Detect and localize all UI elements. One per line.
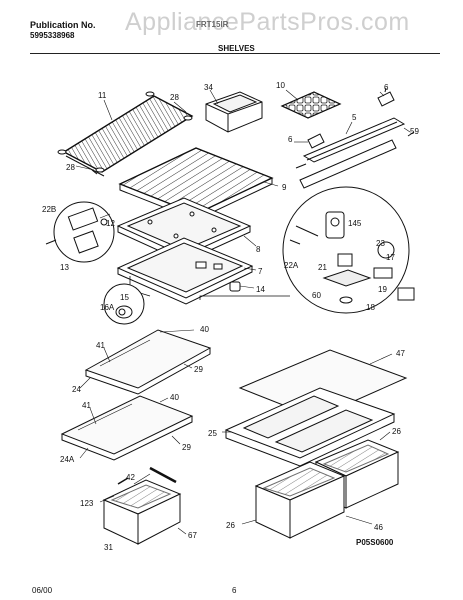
callout: 26: [392, 427, 401, 436]
callout: 23: [376, 239, 385, 248]
callout: 8: [256, 245, 261, 254]
callout: 28: [66, 163, 75, 172]
callout: 11: [98, 91, 107, 100]
callout: 12: [106, 219, 115, 228]
callout: 10: [276, 81, 285, 90]
publication-number: 5995338968: [30, 31, 75, 40]
callout: 42: [126, 473, 135, 482]
callout: 25: [208, 429, 217, 438]
callout: 41: [82, 401, 91, 410]
callout: 26: [226, 521, 235, 530]
callout: 9: [282, 183, 287, 192]
callout: 123: [80, 499, 94, 508]
callout: 5: [352, 113, 357, 122]
callout: 40: [170, 393, 179, 402]
callout: 28: [170, 93, 179, 102]
callout: 22B: [42, 205, 56, 214]
callout: 7: [258, 267, 263, 276]
callout: 15: [120, 293, 129, 302]
lower-rail: [299, 139, 397, 189]
ice-bin: [205, 91, 263, 133]
callout: 19: [378, 285, 387, 294]
glass-shelf-upper: [84, 329, 212, 395]
header-rule: [30, 53, 440, 54]
model-number: FRT15IR: [196, 20, 229, 29]
shelf-stop: [229, 281, 241, 292]
shelf-support-clip: [145, 91, 155, 97]
ice-cube-tray: [280, 91, 342, 119]
wire-shelf: [62, 95, 194, 177]
callout: 145: [348, 219, 362, 228]
callout: 21: [318, 263, 327, 272]
callout: 60: [312, 291, 321, 300]
callout: 16A: [100, 303, 115, 312]
lower-shelf-frame: [116, 237, 254, 305]
detail-view-roller: [103, 283, 145, 325]
callout: 13: [60, 263, 69, 272]
mounting-bracket: [377, 91, 395, 107]
callout: 47: [396, 349, 405, 358]
callout: 59: [410, 127, 419, 136]
meat-pan: [102, 479, 182, 545]
shelf-rail: [302, 117, 406, 163]
publication-label: Publication No.: [30, 20, 96, 30]
crisper-drawer-left: [254, 461, 346, 539]
leader-lines: [75, 89, 411, 535]
callout: 6: [288, 135, 293, 144]
rail-bracket: [307, 133, 325, 149]
detail-view-light-socket: [45, 201, 115, 263]
glass-shelf-lower: [60, 395, 194, 461]
detail-view-control-housing: [282, 186, 410, 314]
callout: 41: [96, 341, 105, 350]
shelf-frame: [116, 197, 252, 263]
callout: 40: [200, 325, 209, 334]
callout: 29: [194, 365, 203, 374]
callout: 67: [188, 531, 197, 540]
footer-date: 06/00: [32, 586, 53, 595]
section-title: SHELVES: [218, 44, 255, 53]
page-number: 6: [232, 586, 237, 595]
callout: 24: [72, 385, 81, 394]
callout: 24A: [60, 455, 75, 464]
callout: 22A: [284, 261, 299, 270]
pan-cover-rail: [149, 466, 177, 484]
callout: 14: [256, 285, 265, 294]
callout: 31: [104, 543, 113, 552]
callout: 46: [374, 523, 383, 532]
figure-id: P05S0600: [356, 538, 394, 547]
callout-labels: 11 28 28 34 10 6 5 6 59 9 22B 12 13 8 7 …: [42, 81, 419, 552]
callout: 18: [366, 303, 375, 312]
callout: 34: [204, 83, 213, 92]
callout: 17: [386, 253, 395, 262]
watermark: AppliancePartsPros.com: [125, 8, 410, 36]
callout: 29: [182, 443, 191, 452]
control-knob-part: [397, 287, 415, 301]
callout: 6: [384, 83, 389, 92]
